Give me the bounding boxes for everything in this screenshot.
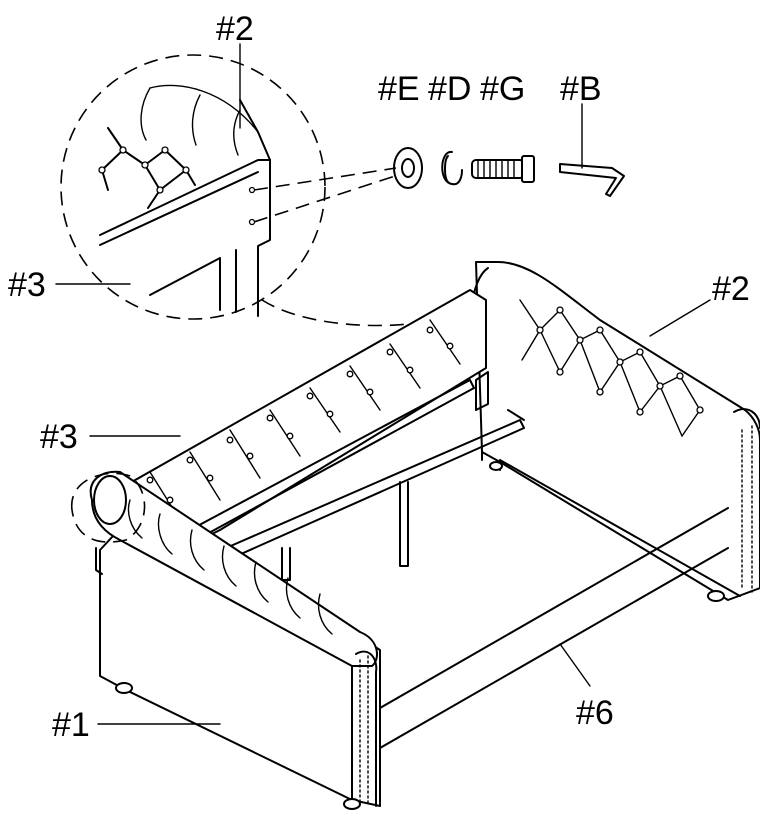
part-labels: #2 #E #D #G #B #3 #2 #3 #1 #6 [8, 10, 750, 744]
washer-e-icon [393, 147, 423, 189]
label-g: #G [480, 70, 525, 108]
label-b: #B [560, 70, 602, 108]
label-1: #1 [52, 706, 90, 744]
bolt-g-icon [471, 155, 535, 183]
back-tufting [519, 299, 704, 437]
label-2-detail: #2 [216, 10, 254, 48]
label-e: #E [378, 70, 420, 108]
label-3-front: #3 [40, 418, 78, 456]
label-3-detail: #3 [8, 266, 46, 304]
label-6: #6 [576, 694, 614, 732]
leader-lines [55, 43, 711, 725]
spring-washer-d-icon [441, 151, 463, 186]
sofa-bed [71, 261, 760, 810]
hardware-parts [253, 147, 625, 223]
detail-magnifier [60, 54, 326, 320]
allen-key-b-icon [559, 163, 625, 197]
magnifier-circle [60, 54, 326, 320]
label-d: #D [428, 70, 471, 108]
label-2-back: #2 [712, 270, 750, 308]
front-roll-pleats [127, 499, 333, 635]
side-tufting [146, 326, 454, 504]
